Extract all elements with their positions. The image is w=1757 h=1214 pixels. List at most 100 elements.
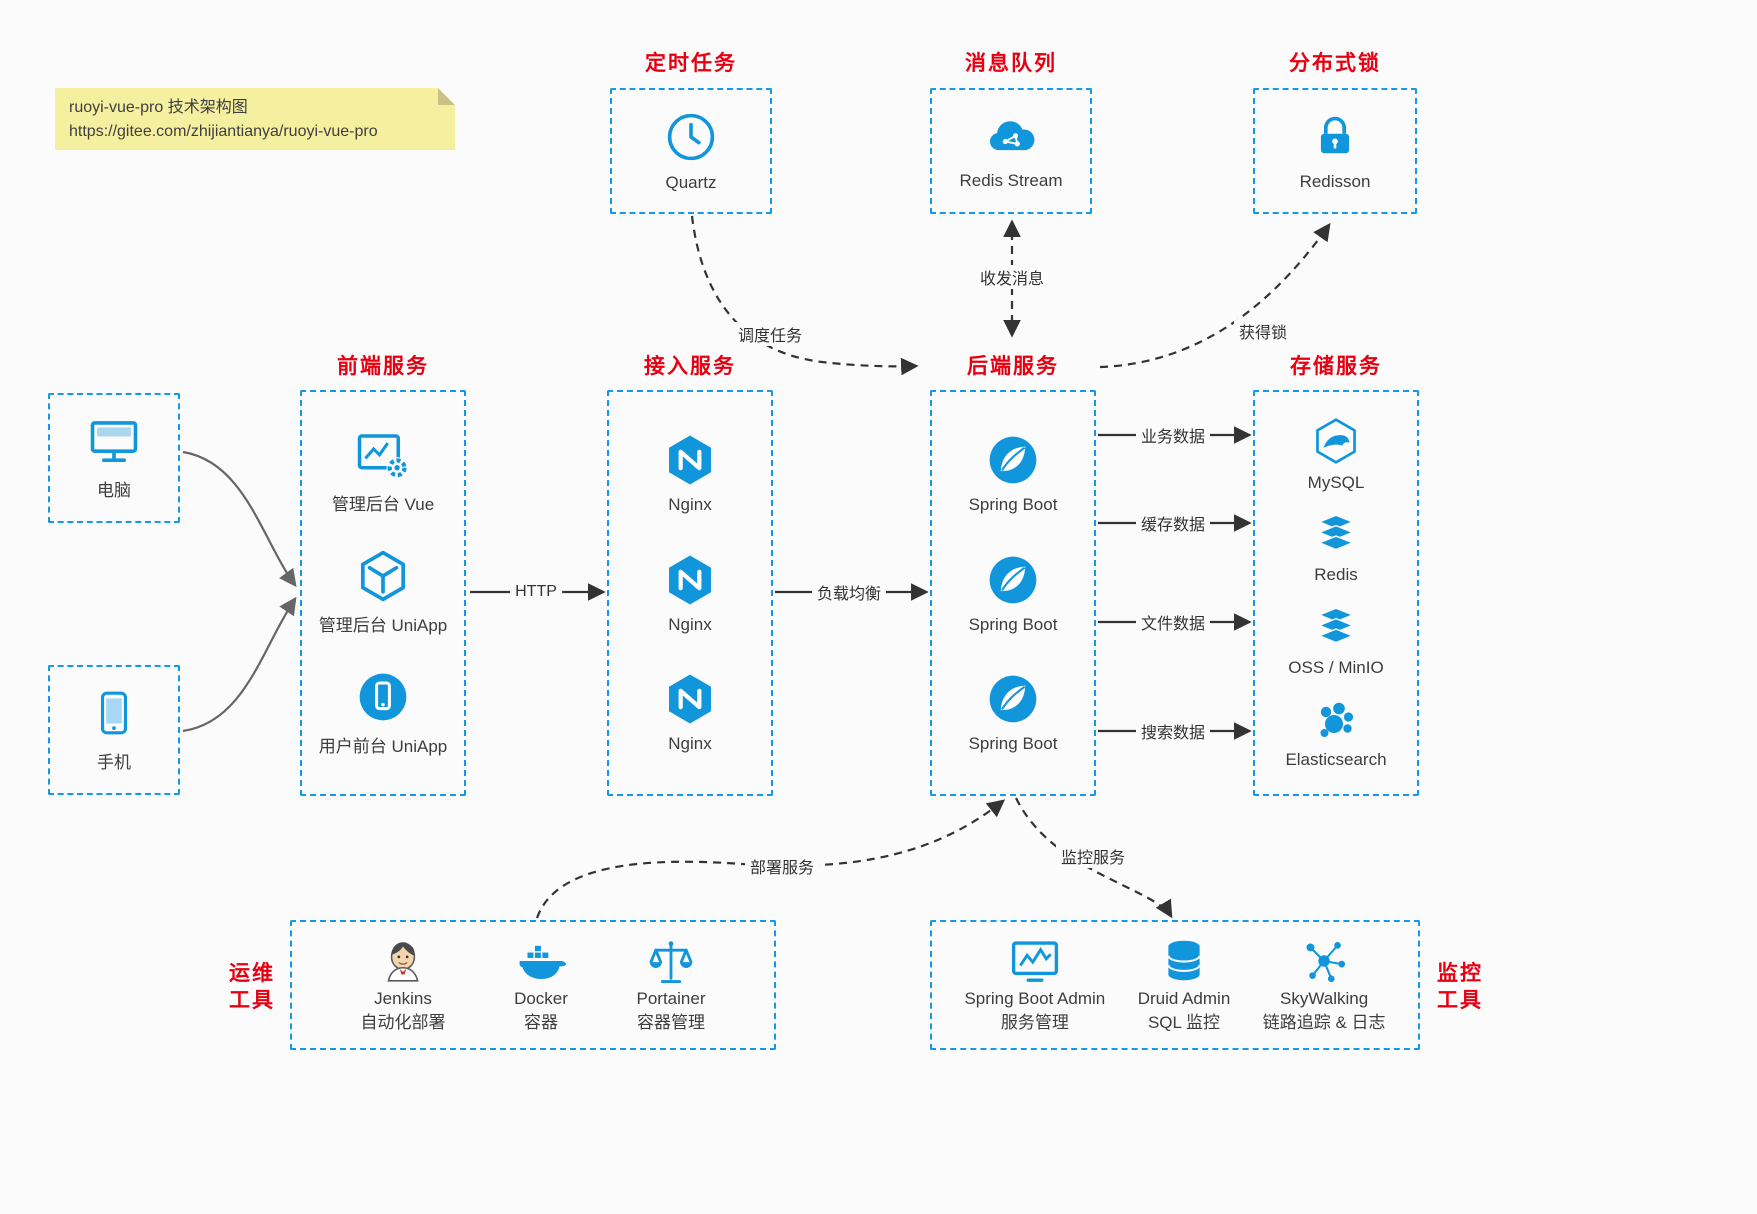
edge-label-business-data: 业务数据: [1135, 423, 1211, 447]
docker-whale-icon: [514, 936, 568, 986]
edge-phone-to-frontend: [182, 596, 297, 733]
scales-icon: [645, 936, 697, 986]
cloud-stream-icon: [983, 112, 1039, 162]
monitoring-side-label: 监控 工具: [1432, 960, 1488, 1015]
edge-label-search-data: 搜索数据: [1135, 719, 1211, 743]
redisson-label: Redisson: [1299, 171, 1371, 191]
docker-name: Docker: [514, 988, 568, 1008]
database-cylinder-icon: [1159, 936, 1209, 986]
mysql-hexagon-icon: [1311, 416, 1361, 466]
redis-node: Redis: [1311, 512, 1361, 585]
druid-admin-item: Druid Admin SQL 监控: [1138, 936, 1230, 1034]
elasticsearch-node: Elasticsearch: [1285, 697, 1387, 770]
skywalking-item: SkyWalking 链路追踪 & 日志: [1263, 936, 1386, 1034]
jenkins-desc: 自动化部署: [360, 1013, 446, 1032]
monitor-chart-icon: [1008, 936, 1062, 986]
circle-phone-icon: [355, 669, 411, 725]
monitoring-tools-box: Spring Boot Admin 服务管理 Druid Admin SQL 监…: [930, 920, 1420, 1050]
edge-label-lock: 获得锁: [1233, 319, 1293, 343]
spring-boot-label: Spring Boot: [968, 495, 1058, 515]
layer-stack-icon: [1311, 605, 1361, 651]
spring-boot-admin-desc: 服务管理: [1000, 1013, 1069, 1032]
redisson-box: Redisson: [1253, 88, 1417, 214]
spring-boot-node: Spring Boot: [968, 432, 1058, 515]
nginx-node: Nginx: [662, 432, 718, 515]
edge-pc-to-frontend: [182, 450, 297, 588]
nginx-hexagon-icon: [662, 432, 718, 488]
note-fold-corner: [438, 88, 455, 105]
portainer-name: Portainer: [636, 988, 706, 1008]
frontend-services-title: 前端服务: [337, 355, 429, 378]
network-nodes-icon: [1299, 936, 1349, 986]
edge-label-monitor: 监控服务: [1055, 844, 1131, 868]
admin-vue-node: 管理后台 Vue: [332, 429, 434, 515]
quartz-box: Quartz: [610, 88, 772, 214]
admin-uniapp-label: 管理后台 UniApp: [318, 616, 448, 635]
spring-leaf-icon: [985, 552, 1041, 608]
spring-leaf-icon: [985, 671, 1041, 727]
admin-uniapp-node: 管理后台 UniApp: [319, 548, 447, 636]
admin-window-gear-icon: [354, 429, 412, 483]
docker-desc: 容器: [524, 1013, 558, 1032]
nginx-hexagon-icon: [662, 671, 718, 727]
redis-stream-box: Redis Stream: [930, 88, 1092, 214]
redis-label: Redis: [1314, 565, 1358, 585]
title-message-queue: 消息队列: [965, 52, 1057, 75]
edge-acquire-lock: [1099, 222, 1331, 369]
spring-boot-node: Spring Boot: [968, 552, 1058, 635]
monitor-icon: [86, 415, 142, 467]
jenkins-item: Jenkins 自动化部署: [361, 936, 446, 1034]
redis-stream-label: Redis Stream: [959, 170, 1063, 190]
ops-tools-box: Jenkins 自动化部署 Docker 容器: [290, 920, 776, 1050]
quartz-label: Quartz: [665, 172, 717, 192]
monitoring-side-label-line2: 工具: [1437, 989, 1483, 1013]
portainer-desc: 容器管理: [636, 1013, 705, 1032]
title-distributed-lock: 分布式锁: [1289, 52, 1381, 75]
edge-label-load-balance: 负载均衡: [811, 580, 887, 604]
oss-minio-node: OSS / MinIO: [1288, 605, 1384, 678]
pc-client-label: 电脑: [97, 481, 131, 500]
nginx-node: Nginx: [662, 671, 718, 754]
phone-icon: [89, 687, 139, 739]
monitoring-side-label-line1: 监控: [1437, 962, 1483, 985]
edge-label-schedule: 调度任务: [732, 322, 808, 346]
note-url: https://gitee.com/zhijiantianya/ruoyi-vu…: [69, 123, 378, 140]
nginx-label: Nginx: [668, 733, 712, 753]
clock-icon: [664, 110, 718, 164]
pc-client-box: 电脑: [48, 393, 180, 523]
frontend-services-box: 管理后台 Vue 管理后台 UniApp 用户前台 UniApp: [300, 390, 466, 796]
spring-boot-node: Spring Boot: [968, 671, 1058, 754]
user-uniapp-label: 用户前台 UniApp: [318, 737, 448, 756]
elasticsearch-label: Elasticsearch: [1285, 750, 1387, 770]
user-uniapp-node: 用户前台 UniApp: [319, 669, 447, 757]
admin-vue-label: 管理后台 Vue: [331, 495, 435, 514]
nginx-node: Nginx: [662, 552, 718, 635]
cluster-blobs-icon: [1312, 697, 1360, 743]
gateway-services-box: Nginx Nginx Nginx: [607, 390, 773, 796]
gateway-services-title: 接入服务: [644, 355, 736, 378]
edge-label-deploy: 部署服务: [744, 854, 820, 878]
sticky-note: ruoyi-vue-pro 技术架构图 https://gitee.com/zh…: [55, 88, 455, 150]
nginx-label: Nginx: [668, 614, 712, 634]
skywalking-name: SkyWalking: [1280, 988, 1369, 1008]
backend-services-box: Spring Boot Spring Boot Spring Boot: [930, 390, 1096, 796]
portainer-item: Portainer 容器管理: [636, 936, 706, 1034]
ops-side-label-line1: 运维: [229, 962, 275, 985]
jenkins-butler-icon: [378, 936, 428, 986]
druid-admin-desc: SQL 监控: [1147, 1013, 1221, 1032]
phone-client-box: 手机: [48, 665, 180, 795]
spring-boot-admin-name: Spring Boot Admin: [964, 988, 1106, 1008]
mysql-node: MySQL: [1308, 416, 1364, 493]
spring-boot-label: Spring Boot: [968, 733, 1058, 753]
edge-label-cache-data: 缓存数据: [1135, 511, 1211, 535]
docker-item: Docker 容器: [514, 936, 568, 1034]
lock-icon: [1309, 111, 1361, 163]
ops-side-label: 运维 工具: [224, 960, 280, 1015]
spring-leaf-icon: [985, 432, 1041, 488]
spring-boot-admin-item: Spring Boot Admin 服务管理: [964, 936, 1105, 1034]
nginx-label: Nginx: [668, 495, 712, 515]
spring-boot-label: Spring Boot: [968, 614, 1058, 634]
title-scheduled-tasks: 定时任务: [645, 52, 737, 75]
